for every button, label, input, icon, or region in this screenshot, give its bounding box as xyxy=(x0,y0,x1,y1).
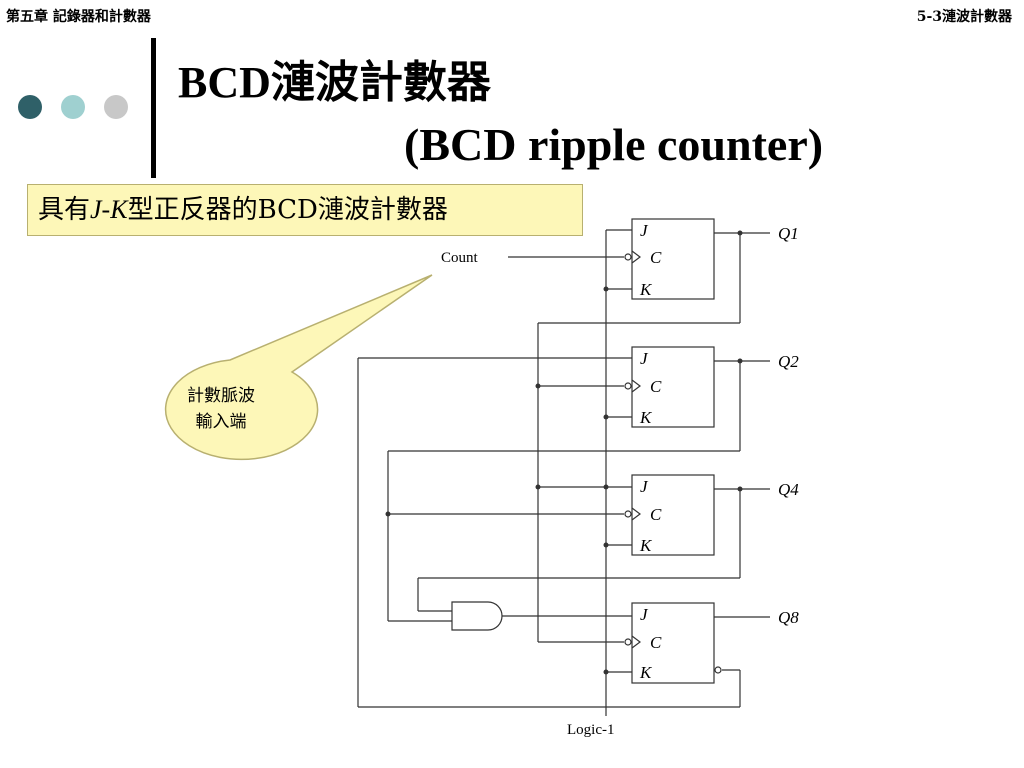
ff8-pin-c: C xyxy=(650,633,662,652)
ff1-pin-j: J xyxy=(640,221,649,240)
ff2-pin-c: C xyxy=(650,377,662,396)
count-label: Count xyxy=(441,250,479,266)
slide-title: BCD漣波計數器 xyxy=(178,58,491,107)
output-q1: Q1 xyxy=(778,224,799,243)
ff4-pin-k: K xyxy=(639,536,653,555)
label-prefix: 具有 xyxy=(38,195,91,225)
circuit-label-box: 具有J-K型正反器的BCD漣波計數器 xyxy=(27,184,583,236)
decor-dot-3 xyxy=(104,95,128,119)
section-header: 5-3漣波計數器 xyxy=(916,9,1012,25)
ff1-pin-k: K xyxy=(639,280,653,299)
callout-line2: 輸入端 xyxy=(196,412,247,431)
decor-dot-1 xyxy=(18,95,42,119)
decor-dot-2 xyxy=(61,95,85,119)
ff8-pin-j: J xyxy=(640,605,649,624)
ff4-pin-j: J xyxy=(640,477,649,496)
label-italic: J-K xyxy=(90,195,128,224)
ff4-pin-c: C xyxy=(650,505,662,524)
title-divider xyxy=(151,38,156,178)
callout-bubble xyxy=(164,274,433,461)
ff2-pin-j: J xyxy=(640,349,649,368)
ff1-pin-c: C xyxy=(650,248,662,267)
output-q8: Q8 xyxy=(778,608,799,627)
logic-1-label: Logic-1 xyxy=(567,722,614,738)
slide-subtitle: (BCD ripple counter) xyxy=(404,119,824,170)
and-gate xyxy=(451,601,503,631)
output-q2: Q2 xyxy=(778,352,799,371)
callout-line1: 計數脈波 xyxy=(187,386,255,405)
chapter-header: 第五章 記錄器和計數器 xyxy=(6,9,151,25)
ff8-pin-k: K xyxy=(639,663,653,682)
output-q4: Q4 xyxy=(778,480,799,499)
label-suffix: 型正反器的BCD漣波計數器 xyxy=(127,195,448,225)
ff2-pin-k: K xyxy=(639,408,653,427)
